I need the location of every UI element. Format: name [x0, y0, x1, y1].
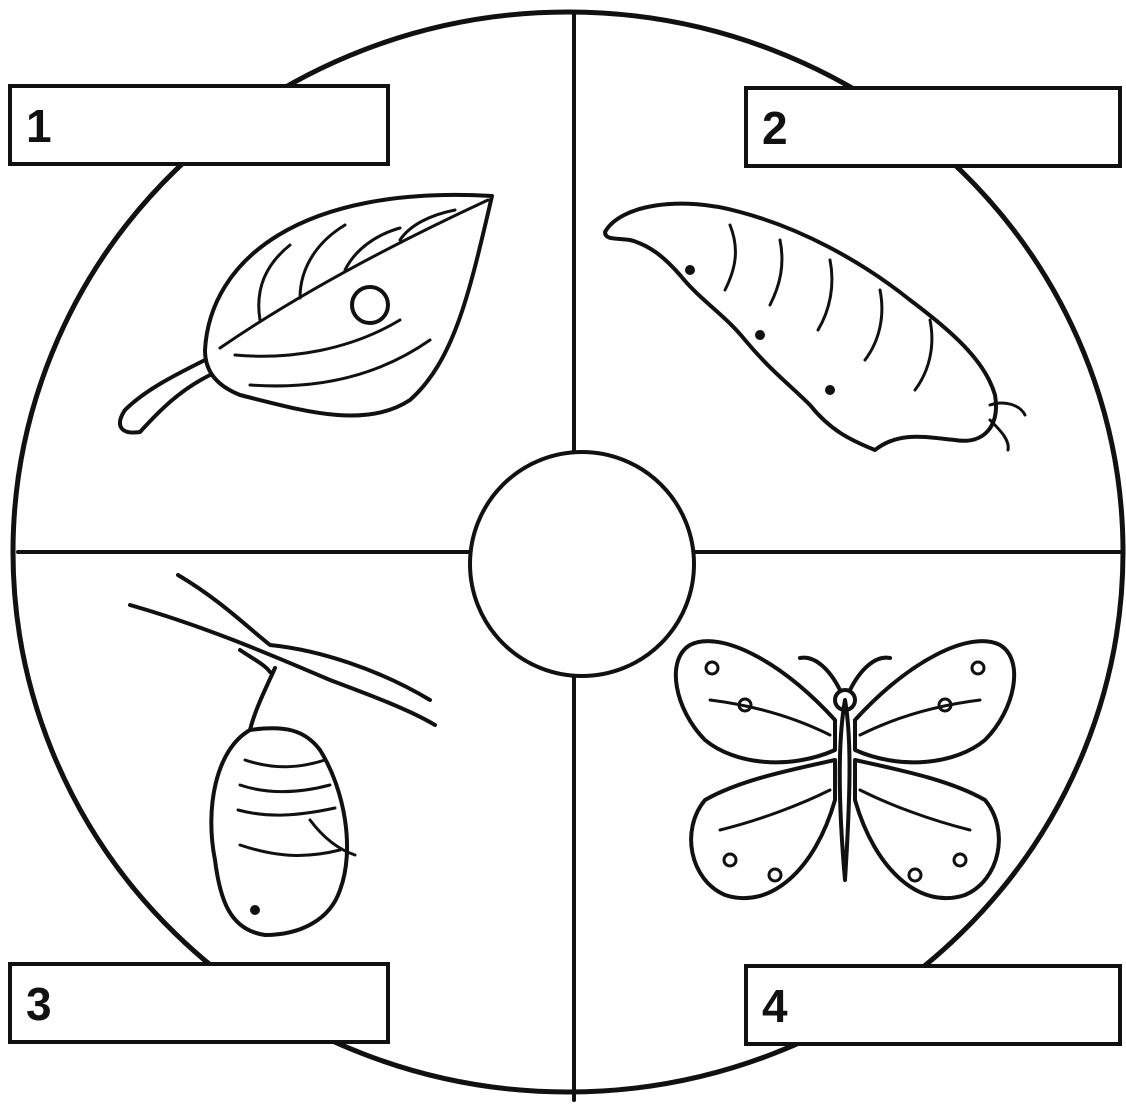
- stage-1-number: 1: [26, 98, 52, 154]
- stage-2-label-box[interactable]: 2: [744, 86, 1122, 168]
- stage-2-number: 2: [762, 100, 788, 156]
- leaf-with-egg-icon: [120, 195, 492, 433]
- caterpillar-icon: [605, 204, 1025, 450]
- stage-3-label-box[interactable]: 3: [8, 962, 390, 1044]
- stage-4-label-box[interactable]: 4: [744, 964, 1122, 1046]
- stage-1-label-box[interactable]: 1: [8, 84, 390, 166]
- center-circle[interactable]: [470, 452, 694, 676]
- stage-4-number: 4: [762, 978, 788, 1034]
- butterfly-icon: [676, 641, 1014, 898]
- chrysalis-icon: [130, 575, 435, 935]
- stage-3-number: 3: [26, 976, 52, 1032]
